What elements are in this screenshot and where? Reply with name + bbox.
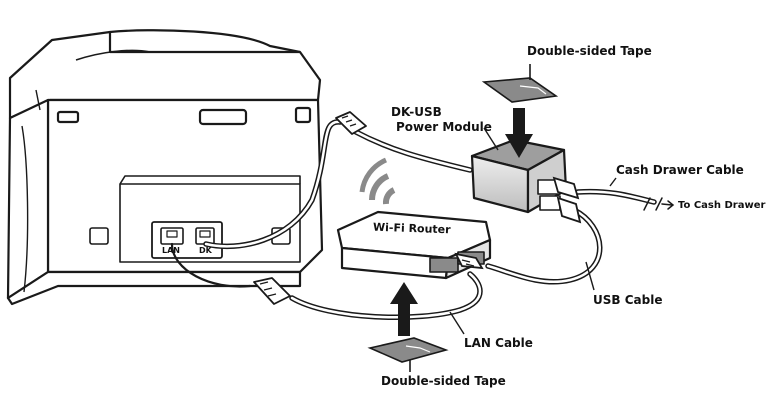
tape-top-label: Double-sided Tape xyxy=(527,44,652,58)
module-leader xyxy=(483,127,499,151)
tape-bottom-label: Double-sided Tape xyxy=(381,374,506,388)
arrow-down-icon xyxy=(505,108,533,158)
usb-cable xyxy=(485,207,603,285)
usb-leader xyxy=(585,261,595,291)
dk-usb-power-module xyxy=(470,138,568,214)
arrow-up-icon xyxy=(390,282,418,336)
router-plug xyxy=(454,252,484,270)
port-lan-label: LAN xyxy=(162,246,180,255)
tape-bottom xyxy=(367,337,449,363)
lan-cable xyxy=(170,242,483,320)
lan-cable-label: LAN Cable xyxy=(464,336,533,350)
tape-top xyxy=(481,77,559,103)
printer-icon xyxy=(6,29,324,306)
module-label-line1: DK-USB xyxy=(391,105,442,119)
cash-drawer-cable xyxy=(575,188,675,211)
to-cash-drawer-label: To Cash Drawer xyxy=(678,200,766,211)
wifi-icon xyxy=(359,157,396,205)
cash-drawer-cable-label: Cash Drawer Cable xyxy=(616,163,744,177)
module-label-line2: Power Module xyxy=(396,120,492,134)
port-dk-label: DK xyxy=(199,246,212,255)
router-label: Wi-Fi Router xyxy=(372,220,451,237)
lan-leader xyxy=(449,311,465,335)
dk-cable xyxy=(203,119,473,250)
usb-cable-label: USB Cable xyxy=(593,293,663,307)
rj45-plug-icon xyxy=(253,111,367,305)
wifi-router xyxy=(336,210,492,280)
usb-plug-icon xyxy=(552,176,582,224)
cash-drawer-leader xyxy=(609,177,617,187)
